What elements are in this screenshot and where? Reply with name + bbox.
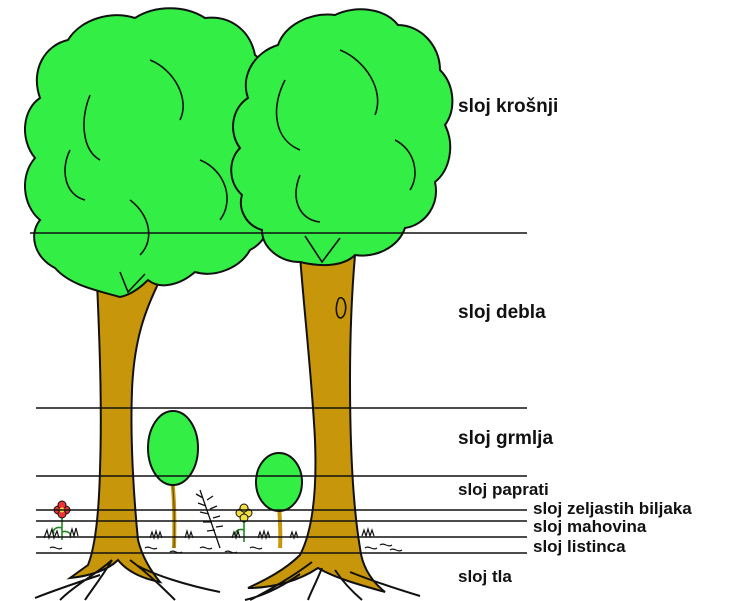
- label-shrub-layer: sloj grmlja: [458, 428, 553, 450]
- right-tree: [231, 9, 452, 600]
- label-fern-layer: sloj paprati: [458, 480, 549, 500]
- label-trunk-layer: sloj debla: [458, 302, 546, 324]
- right-tree-canopy: [231, 9, 452, 265]
- label-canopy-layer: sloj krošnji: [458, 96, 558, 118]
- label-soil-layer: sloj tla: [458, 567, 512, 587]
- right-tree-trunk: [248, 255, 385, 592]
- fern-plant: [196, 490, 223, 548]
- label-litter-layer: sloj listinca: [533, 537, 626, 557]
- shrub-left: [148, 411, 198, 548]
- label-herb-layer: sloj zeljastih biljaka: [533, 499, 692, 519]
- label-moss-layer: sloj mahovina: [533, 517, 646, 537]
